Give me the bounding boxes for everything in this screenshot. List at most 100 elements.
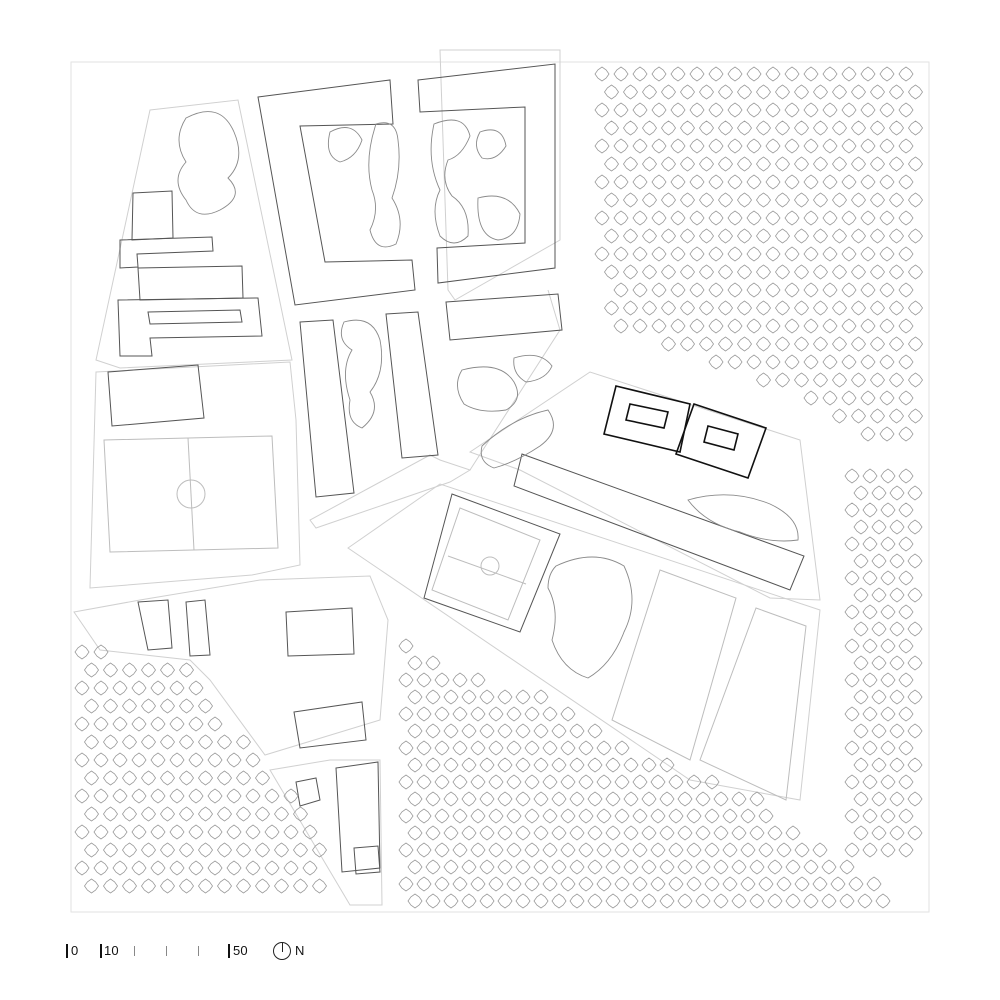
orchard-tree: [434, 706, 450, 722]
orchard-tree: [708, 102, 724, 118]
orchard-tree: [122, 734, 137, 750]
orchard-tree: [822, 246, 838, 262]
orchard-tree: [651, 174, 667, 190]
orchard-tree: [889, 336, 904, 352]
orchard-tree: [862, 536, 878, 552]
orchard-tree: [851, 228, 866, 244]
orchard-tree: [150, 752, 166, 768]
orchard-tree: [853, 791, 869, 807]
orchard-tree: [680, 264, 695, 280]
orchard-tree: [452, 672, 468, 688]
tree-group-east-2: [687, 494, 799, 542]
tree-group-courtyard-5: [477, 195, 521, 241]
orchard-tree: [862, 672, 878, 688]
orchard-tree: [844, 638, 860, 654]
orchard-tree: [765, 210, 781, 226]
orchard-tree: [542, 808, 558, 824]
orchard-tree: [668, 774, 684, 790]
orchard-tree: [822, 318, 838, 334]
orchard-tree: [452, 740, 468, 756]
orchard-tree: [613, 210, 629, 226]
orchard-tree: [112, 752, 128, 768]
orchard-tree: [560, 740, 576, 756]
orchard-tree: [131, 716, 147, 732]
orchard-tree: [407, 859, 423, 875]
orchard-tree: [851, 192, 866, 208]
orchard-tree: [661, 228, 676, 244]
orchard-tree: [749, 859, 765, 875]
orchard-tree: [898, 468, 914, 484]
orchard-tree: [756, 84, 771, 100]
orchard-tree: [803, 859, 819, 875]
orchard-tree: [822, 66, 838, 82]
orchard-tree: [699, 336, 714, 352]
orchard-tree: [613, 102, 629, 118]
orchard-tree: [822, 102, 838, 118]
orchard-tree: [851, 120, 866, 136]
orchard-tree: [889, 757, 905, 773]
orchard-tree: [443, 859, 459, 875]
orchard-tree: [596, 808, 612, 824]
orchard-tree: [813, 228, 828, 244]
orchard-tree: [871, 553, 887, 569]
orchard-tree: [708, 138, 724, 154]
orchard-tree: [860, 102, 876, 118]
orchard-tree: [131, 788, 147, 804]
orchard-tree: [479, 825, 495, 841]
orchard-tree: [623, 893, 639, 909]
orchard-tree: [832, 264, 847, 280]
orchard-tree: [488, 774, 504, 790]
orchard-tree: [907, 723, 923, 739]
orchard-tree: [871, 587, 887, 603]
orchard-tree: [470, 876, 486, 892]
orchard-tree: [689, 174, 705, 190]
orchard-tree: [613, 66, 629, 82]
orchard-tree: [398, 672, 414, 688]
orchard-tree: [515, 859, 531, 875]
orchard-tree: [479, 893, 495, 909]
orchard-tree: [479, 859, 495, 875]
orchard-tree: [642, 84, 657, 100]
orchard-tree: [718, 300, 733, 316]
orchard-tree: [727, 174, 743, 190]
orchard-tree: [198, 770, 213, 786]
orchard-tree: [680, 228, 695, 244]
orchard-tree: [604, 300, 619, 316]
orchard-tree: [179, 770, 194, 786]
orchard-tree: [708, 354, 724, 370]
orchard-tree: [74, 788, 90, 804]
orchard-tree: [524, 774, 540, 790]
orchard-tree: [398, 774, 414, 790]
orchard-tree: [524, 740, 540, 756]
orchard-tree: [875, 893, 891, 909]
orchard-tree: [217, 842, 232, 858]
orchard-tree: [605, 859, 621, 875]
orchard-tree: [727, 318, 743, 334]
orchard-tree: [794, 120, 809, 136]
orchard-tree: [880, 672, 896, 688]
orchard-tree: [642, 192, 657, 208]
orchard-tree: [524, 876, 540, 892]
orchard-tree: [879, 174, 895, 190]
tree-group-courtyard-3: [430, 119, 471, 244]
orchard-tree: [853, 723, 869, 739]
orchard-tree: [596, 876, 612, 892]
orchard-tree: [775, 192, 790, 208]
orchard-tree: [860, 246, 876, 262]
orchard-tree: [813, 156, 828, 172]
orchard-tree: [434, 842, 450, 858]
pitch-central: [431, 507, 541, 621]
orchard-tree: [853, 825, 869, 841]
tree-group-courtyard-4: [476, 129, 507, 160]
orchard-tree: [416, 672, 432, 688]
orchard-tree: [871, 655, 887, 671]
tree-group-nw: [177, 111, 240, 215]
orchard-tree: [515, 893, 531, 909]
orchard-tree: [160, 734, 175, 750]
orchard-tree: [879, 138, 895, 154]
orchard-tree: [765, 318, 781, 334]
orchard-tree: [727, 246, 743, 262]
orchard-tree: [718, 192, 733, 208]
orchard-tree: [727, 138, 743, 154]
orchard-tree: [398, 740, 414, 756]
